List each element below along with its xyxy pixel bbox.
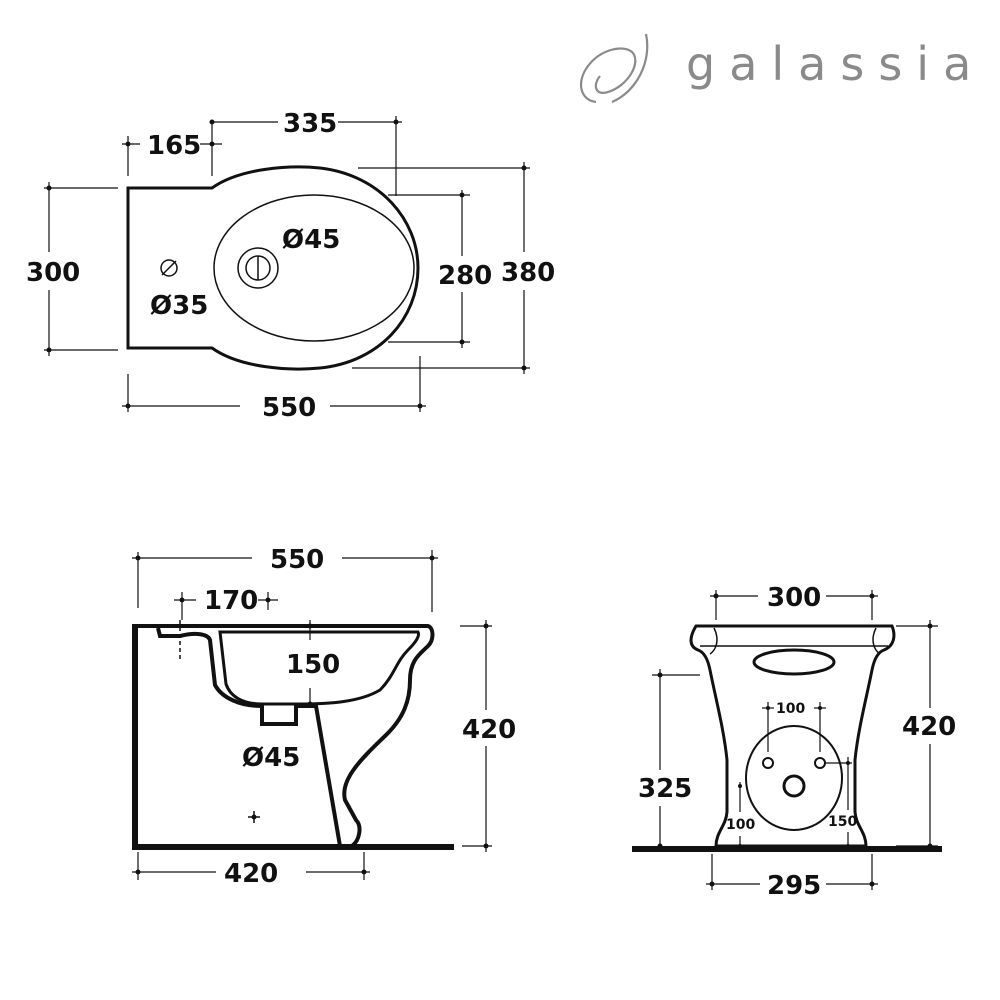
floor-line <box>132 844 454 850</box>
front-floor-line <box>632 846 942 852</box>
dim-335-label: 335 <box>283 109 337 139</box>
side-view: 550 170 150 Ø45 420 420 <box>132 545 516 889</box>
dim-300-label: 300 <box>26 258 80 288</box>
fixing-hole-right-icon <box>814 757 826 769</box>
bowl-inner-line <box>218 630 420 706</box>
front-dim-325-label: 325 <box>638 774 692 804</box>
dim-165-label: 165 <box>147 131 201 161</box>
top-view: 165 335 300 280 380 550 <box>26 109 555 423</box>
outlet-diameter-label: Ø45 <box>242 743 300 773</box>
swirl-logo-icon <box>579 33 649 104</box>
tap-hole-icon <box>160 259 178 277</box>
front-view: 300 420 325 100 100 150 <box>632 583 956 901</box>
brand-logo: galassia <box>579 33 985 104</box>
side-view-outline <box>138 624 435 848</box>
fixing-hole-left-icon <box>762 757 774 769</box>
drain-diameter-label: Ø45 <box>282 225 340 255</box>
wall-line <box>132 624 138 846</box>
front-dim-295-label: 295 <box>767 871 821 901</box>
front-oval-opening <box>752 648 836 676</box>
tap-diameter-label: Ø35 <box>150 291 208 321</box>
dim-550-label: 550 <box>262 393 316 423</box>
top-view-outline <box>126 165 420 371</box>
side-dim-150-label: 150 <box>286 650 340 680</box>
side-dim-170-label: 170 <box>204 586 258 616</box>
dim-380-label: 380 <box>501 258 555 288</box>
dim-280-label: 280 <box>438 261 492 291</box>
front-dim-300-label: 300 <box>767 583 821 613</box>
front-dim-100-top-label: 100 <box>776 701 805 717</box>
bowl-outline <box>213 194 415 342</box>
drain-center-icon <box>782 774 806 798</box>
side-dim-420-height-label: 420 <box>462 715 516 745</box>
front-dim-100-left-label: 100 <box>726 817 755 833</box>
drain-hole-outer <box>237 247 279 289</box>
brand-name: galassia <box>686 37 985 91</box>
front-dim-420-label: 420 <box>902 712 956 742</box>
side-dim-550-label: 550 <box>270 545 324 575</box>
side-dim-420-base-label: 420 <box>224 859 278 889</box>
front-dim-150-label: 150 <box>828 814 857 830</box>
